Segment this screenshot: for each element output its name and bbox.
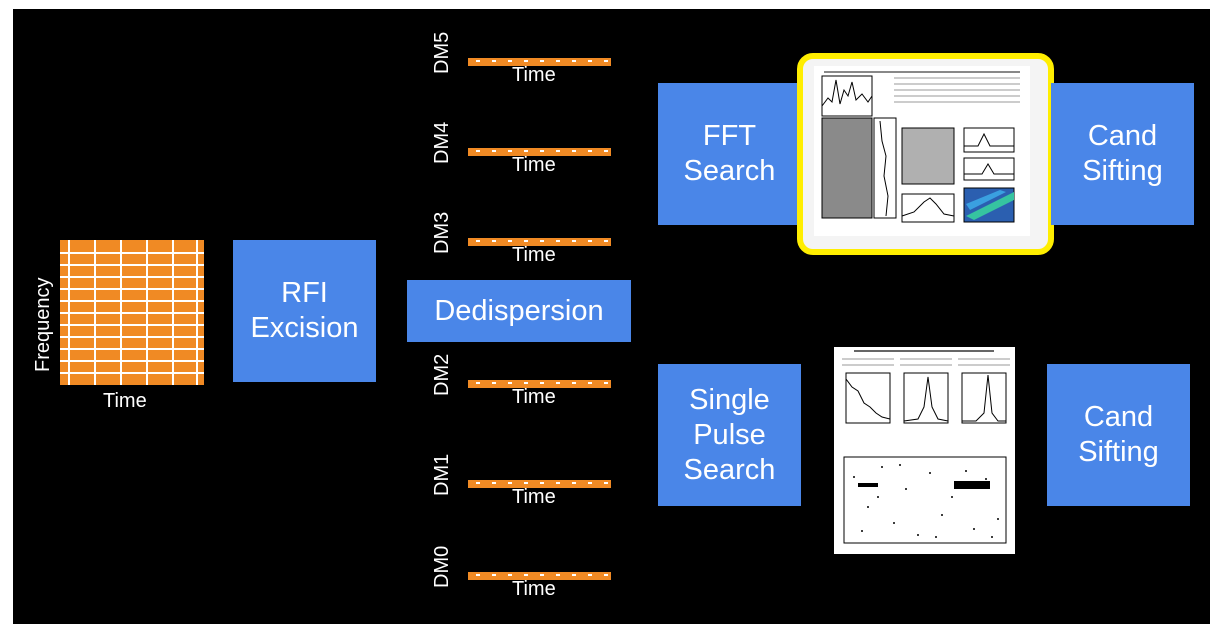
dm-label: DM5 [431, 31, 453, 74]
dm-label: DM1 [431, 453, 453, 496]
fft-candidate-plot [814, 66, 1030, 236]
dm-time-series-bar [468, 572, 611, 580]
dm-time-label: Time [512, 386, 556, 408]
dm-time-label: Time [512, 154, 556, 176]
time-axis-label: Time [103, 390, 147, 412]
single-pulse-search-box: Single Pulse Search [658, 364, 801, 506]
fft-search-box: FFT Search [658, 83, 801, 225]
dm-time-series-bar [468, 58, 611, 66]
dm-label: DM4 [431, 121, 453, 164]
dm-time-series-bar [468, 238, 611, 246]
rfi-excision-box: RFI Excision [233, 240, 376, 382]
dm-label: DM3 [431, 211, 453, 254]
dm-time-label: Time [512, 578, 556, 600]
dm-time-series-bar [468, 148, 611, 156]
dm-label: DM2 [431, 353, 453, 396]
filterbank-grid [60, 240, 204, 385]
cand-sifting-bottom-box: Cand Sifting [1047, 364, 1190, 506]
dm-time-label: Time [512, 486, 556, 508]
single-pulse-plot [834, 347, 1015, 554]
cand-sifting-top-box: Cand Sifting [1051, 83, 1194, 225]
frequency-axis-label: Frequency [32, 277, 54, 373]
dm-time-series-bar [468, 380, 611, 388]
dm-time-label: Time [512, 64, 556, 86]
dm-time-label: Time [512, 244, 556, 266]
dm-time-series-bar [468, 480, 611, 488]
dm-label: DM0 [431, 545, 453, 588]
dedispersion-box: Dedispersion [407, 280, 631, 342]
